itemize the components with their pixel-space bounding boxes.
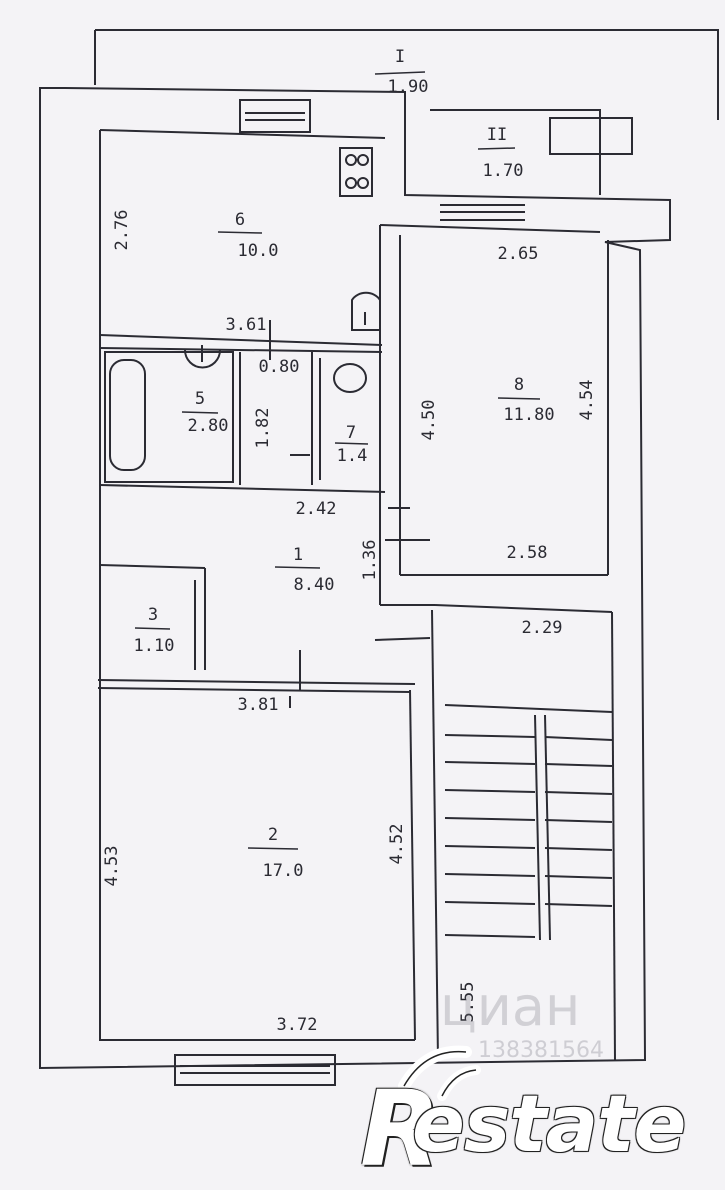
room-2-number: 2 [268, 825, 278, 845]
room-3-number: 3 [148, 605, 158, 625]
dim-3-81: 3.81 [238, 695, 279, 715]
cian-watermark: циан [440, 975, 581, 1038]
room-6-number: 6 [235, 210, 245, 230]
balcony-outline [95, 29, 719, 120]
room-3-area: 1.10 [134, 636, 175, 656]
room-balcony-2-number: II [487, 125, 507, 145]
toilet [333, 363, 367, 393]
staircase [444, 704, 613, 941]
room-1-area: 8.40 [294, 575, 335, 595]
dim-4-54: 4.54 [577, 380, 597, 421]
dim-3-61: 3.61 [226, 315, 267, 335]
dim-4-53: 4.53 [102, 846, 122, 887]
room-8-area: 11.80 [503, 405, 554, 425]
room-8-number: 8 [514, 375, 524, 395]
dim-4-50: 4.50 [419, 400, 439, 441]
dim-2-29: 2.29 [522, 618, 563, 638]
room-6-area: 10.0 [238, 241, 279, 261]
dim-3-72: 3.72 [277, 1015, 318, 1035]
dim-1-36: 1.36 [360, 540, 380, 581]
room-balcony-2-area: 1.70 [483, 161, 524, 181]
cian-watermark-number: 138381564 [478, 1038, 604, 1063]
room-5-number: 5 [195, 389, 205, 409]
room-1-number: 1 [293, 545, 303, 565]
room-7-number: 7 [346, 423, 356, 443]
room-5-area: 2.80 [188, 416, 229, 436]
dim-5-55: 5.55 [458, 982, 478, 1023]
bottom-window [174, 1054, 336, 1086]
bathtub [109, 359, 146, 471]
stove [339, 147, 373, 197]
restate-logo-text: estate [412, 1080, 686, 1170]
restate-logo-r: R [360, 1068, 441, 1190]
dim-2-58: 2.58 [507, 543, 548, 563]
dim-2-65: 2.65 [498, 244, 539, 264]
outer-wall [39, 87, 671, 1070]
dim-2-42: 2.42 [296, 499, 337, 519]
dim-1-82: 1.82 [253, 408, 273, 449]
restate-signal-icon [398, 1045, 481, 1101]
top-window [239, 99, 311, 133]
dim-2-76: 2.76 [112, 210, 132, 251]
room-2-area: 17.0 [263, 861, 304, 881]
dim-4-52: 4.52 [387, 824, 407, 865]
room-7-area: 1.4 [337, 446, 368, 466]
dim-0-80: 0.80 [259, 357, 300, 377]
room-balcony-1-number: I [395, 47, 405, 67]
sink [351, 291, 381, 331]
room-balcony-1-area: 1.90 [388, 77, 429, 97]
